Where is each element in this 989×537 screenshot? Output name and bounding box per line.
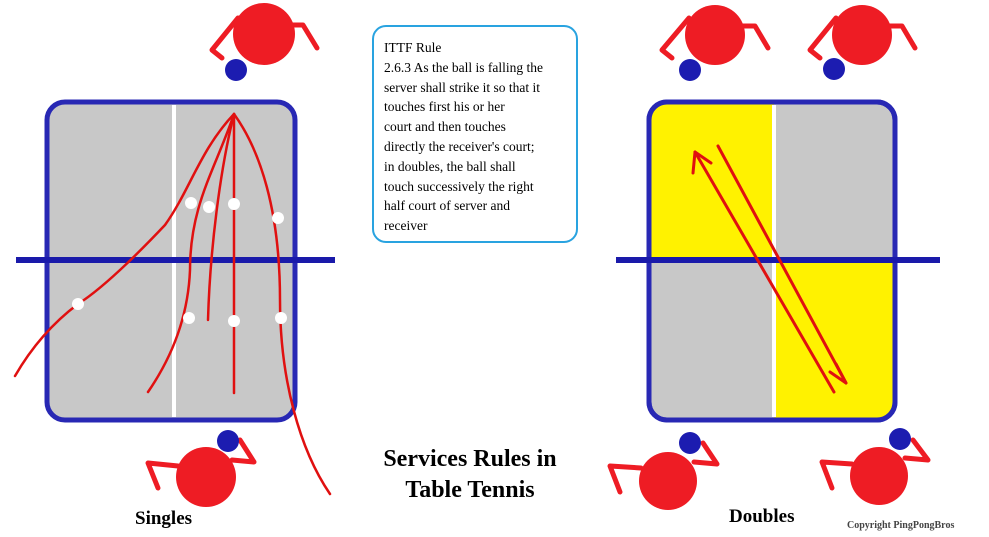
rule-line: server shall strike it so that it xyxy=(384,79,540,95)
doubles-top-right-player-icon xyxy=(807,5,918,80)
rule-line: in doubles, the ball shall xyxy=(384,158,516,174)
paddle-icon xyxy=(889,428,911,450)
singles-server-player-icon xyxy=(209,3,320,81)
singles-caption: Singles xyxy=(135,508,193,529)
bounce-marker xyxy=(203,201,215,213)
rule-line: half court of server and xyxy=(384,198,510,214)
bounce-marker xyxy=(228,198,240,210)
bounce-marker xyxy=(185,197,197,209)
rule-line: directly the receiver's court; xyxy=(384,138,535,154)
rule-line: touches first his or her xyxy=(384,99,505,115)
bounce-marker xyxy=(275,312,287,324)
page-title: Services Rules in Table Tennis xyxy=(330,444,610,506)
rule-line: ITTF Rule xyxy=(384,40,442,55)
rule-line: touch successively the right xyxy=(384,178,534,194)
doubles-caption: Doubles xyxy=(729,506,795,527)
singles-receiver-paddle-icon xyxy=(217,430,239,452)
title-line-2: Table Tennis xyxy=(405,477,535,503)
doubles-receiver-right-half-court xyxy=(774,260,893,418)
doubles-bottom-right-player-icon xyxy=(819,428,931,505)
doubles-top-left-player-icon xyxy=(659,5,771,81)
doubles-service-arrows xyxy=(691,144,848,394)
doubles-diagram xyxy=(607,5,940,510)
paddle-icon xyxy=(823,58,845,80)
rule-line: 2.6.3 As the ball is falling the xyxy=(384,59,543,75)
singles-ball-trajectories xyxy=(13,112,332,496)
bounce-marker xyxy=(272,212,284,224)
ittf-rule-box: ITTF Rule 2.6.3 As the ball is falling t… xyxy=(372,25,578,243)
singles-bounce-markers xyxy=(72,197,287,327)
paddle-icon xyxy=(679,59,701,81)
title-line-1: Services Rules in xyxy=(383,446,557,472)
singles-server-paddle-icon xyxy=(225,59,247,81)
doubles-bottom-left-player-icon xyxy=(607,432,720,510)
bounce-marker xyxy=(183,312,195,324)
rule-line: receiver xyxy=(384,218,428,234)
bounce-marker xyxy=(72,298,84,310)
singles-diagram xyxy=(13,3,335,507)
bounce-marker xyxy=(228,315,240,327)
copyright-text: Copyright PingPongBros xyxy=(847,520,955,531)
singles-receiver-player-icon xyxy=(145,430,257,507)
paddle-icon xyxy=(679,432,701,454)
rule-line: court and then touches xyxy=(384,119,506,135)
